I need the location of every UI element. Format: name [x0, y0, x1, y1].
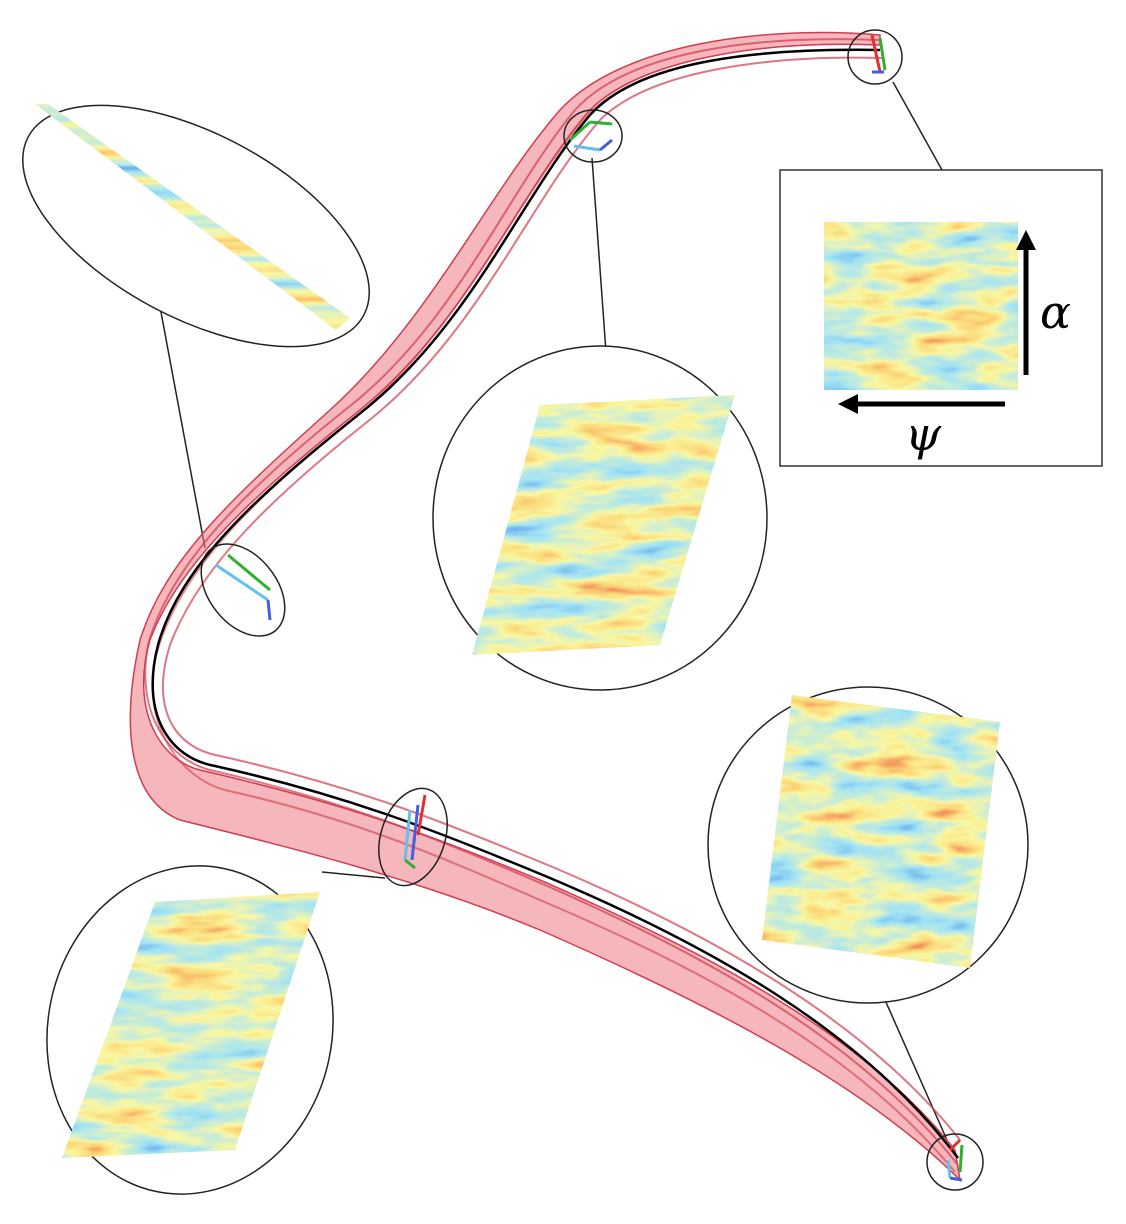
- zoom-lower-right: [707, 686, 1029, 1004]
- ellipse-bottom-right-small: [926, 1133, 984, 1191]
- connector-lower-right: [884, 999, 948, 1141]
- marker-top-right: [870, 34, 887, 74]
- tube-stream-1: [144, 38, 959, 1166]
- ellipse-lower-mid-small: [378, 787, 448, 887]
- marker-bottom-right: [946, 1138, 964, 1182]
- psi-label: ψ: [905, 407, 942, 461]
- flow-tube: [129, 31, 962, 1183]
- connector-upper-left: [154, 279, 206, 549]
- connector-upper-mid: [591, 157, 607, 353]
- zoom-upper-left: [22, 104, 370, 348]
- alpha-label: α: [1040, 285, 1071, 339]
- tube-stream-2: [162, 56, 961, 1141]
- inset-box: α ψ: [779, 169, 1103, 467]
- tube-centerline: [151, 48, 959, 1159]
- connector-top-right: [892, 81, 943, 171]
- field-lower-right: [762, 695, 1000, 968]
- connector-lines: [154, 81, 948, 1141]
- zoom-lower-left: [46, 865, 334, 1195]
- marker-upper-mid: [568, 120, 613, 152]
- marker-left: [215, 553, 272, 621]
- field-inset: [824, 222, 1018, 390]
- ellipse-upper-mid-small: [563, 109, 623, 163]
- tube-markers: [215, 34, 964, 1182]
- connector-lower-left: [321, 871, 386, 879]
- tube-outer-band: [129, 31, 962, 1183]
- ellipse-top-right-small: [847, 29, 903, 85]
- small-ellipses: [200, 29, 984, 1191]
- ellipse-left-small: [200, 543, 286, 637]
- zoom-upper-mid: [432, 345, 768, 691]
- marker-lower-mid: [403, 794, 427, 870]
